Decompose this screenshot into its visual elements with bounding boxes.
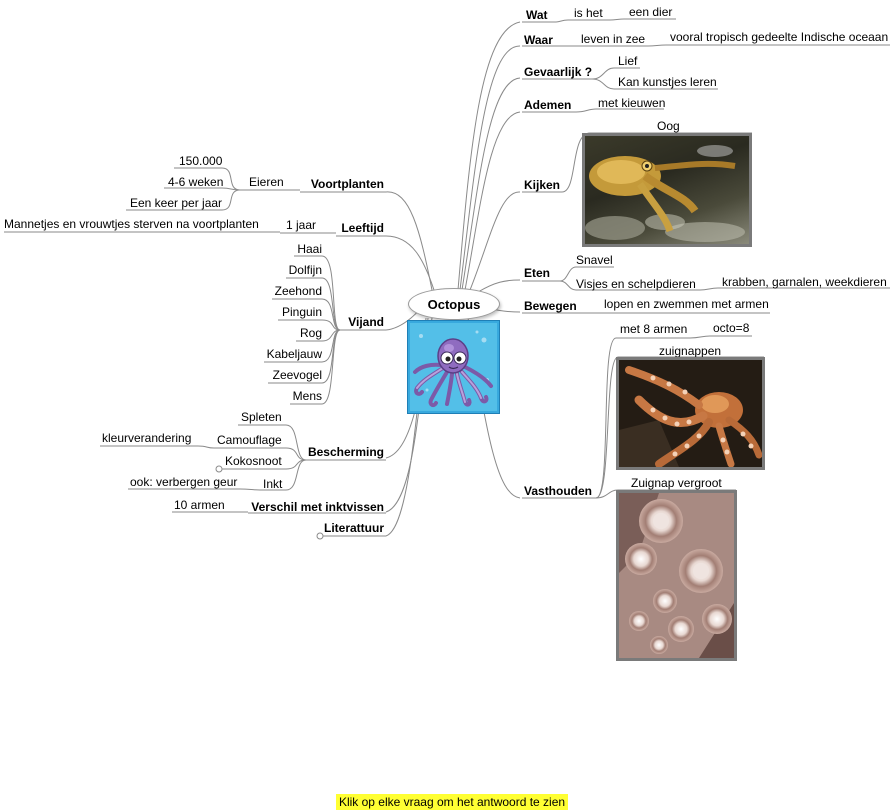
node-bescherming-item-3: Kokosnoot — [225, 454, 282, 468]
node-vijand-item-4: Pinguin — [281, 305, 322, 319]
node-vijand-item-2: Dolfijn — [288, 263, 322, 277]
node-kijken-caption: Oog — [657, 119, 680, 133]
node-leeftijd-sub: 1 jaar — [286, 218, 317, 232]
node-verschil-answer: 10 armen — [174, 498, 225, 512]
node-eten-item-2: Visjes en schelpdieren — [576, 277, 696, 291]
node-eten-detail: krabben, garnalen, weekdieren — [722, 275, 887, 289]
octopus-cartoon-image — [407, 320, 500, 414]
node-bewegen-answer: lopen en zwemmen met armen — [604, 297, 769, 311]
node-vasthouden-caption-1: zuignappen — [659, 344, 722, 358]
node-gevaarlijk[interactable]: Gevaarlijk ? — [524, 65, 593, 79]
node-wat-answer: een dier — [629, 5, 673, 19]
instruction-hint: Klik op elke vraag om het antwoord te zi… — [336, 794, 568, 810]
node-voortplanten-sub: Eieren — [249, 175, 284, 189]
node-waar-answer: vooral tropisch gedeelte Indische oceaan — [670, 30, 889, 44]
node-leeftijd[interactable]: Leeftijd — [341, 221, 384, 235]
node-vijand-item-1: Haai — [297, 242, 322, 256]
node-bewegen[interactable]: Bewegen — [524, 299, 577, 313]
node-voortplanten[interactable]: Voortplanten — [310, 177, 384, 191]
node-voortplanten-item-2: 4-6 weken — [168, 175, 224, 189]
node-eten-item-1: Snavel — [576, 253, 613, 267]
node-waar-sub: leven in zee — [581, 32, 646, 46]
node-verschil[interactable]: Verschil met inktvissen — [251, 500, 384, 514]
sucker-closeup-photo — [616, 490, 737, 661]
node-wat[interactable]: Wat — [526, 8, 548, 22]
node-waar[interactable]: Waar — [524, 33, 553, 47]
node-vijand-item-6: Kabeljauw — [266, 347, 322, 361]
node-bescherming-item-2: Camouflage — [217, 433, 282, 447]
node-bescherming-inkt-note: ook: verbergen geur — [130, 475, 238, 489]
central-topic-octopus[interactable]: Octopus — [408, 288, 500, 320]
node-leeftijd-note: Mannetjes en vrouwtjes sterven na voortp… — [4, 217, 259, 231]
node-vijand-item-3: Zeehond — [274, 284, 322, 298]
node-bescherming[interactable]: Bescherming — [307, 445, 384, 459]
node-ademen[interactable]: Ademen — [524, 98, 572, 112]
node-voortplanten-item-1: 150.000 — [179, 154, 223, 168]
node-voortplanten-item-3: Een keer per jaar — [130, 196, 223, 210]
node-vijand-item-8: Mens — [292, 389, 322, 403]
node-vijand[interactable]: Vijand — [348, 315, 384, 329]
octopus-eye-photo — [582, 133, 752, 247]
node-vijand-item-7: Zeevogel — [272, 368, 322, 382]
node-kijken[interactable]: Kijken — [524, 178, 561, 192]
node-ademen-answer: met kieuwen — [598, 96, 666, 110]
node-gevaarlijk-item-1: Lief — [618, 54, 638, 68]
central-topic-label: Octopus — [427, 296, 481, 312]
node-bescherming-item-1: Spleten — [241, 410, 282, 424]
octopus-suckers-photo — [616, 357, 765, 470]
node-bescherming-camouflage-note: kleurverandering — [102, 431, 192, 445]
node-literatuur[interactable]: Literattuur — [324, 521, 384, 535]
node-gevaarlijk-item-2: Kan kunstjes leren — [618, 75, 717, 89]
node-vasthouden-arms-note: octo=8 — [713, 321, 750, 335]
node-wat-sub: is het — [574, 6, 603, 20]
node-vasthouden[interactable]: Vasthouden — [524, 484, 593, 498]
node-vijand-item-5: Rog — [299, 326, 322, 340]
node-vasthouden-arms: met 8 armen — [620, 322, 688, 336]
node-eten[interactable]: Eten — [524, 266, 551, 280]
node-vasthouden-caption-2: Zuignap vergroot — [631, 476, 722, 490]
node-bescherming-item-4: Inkt — [263, 477, 283, 491]
